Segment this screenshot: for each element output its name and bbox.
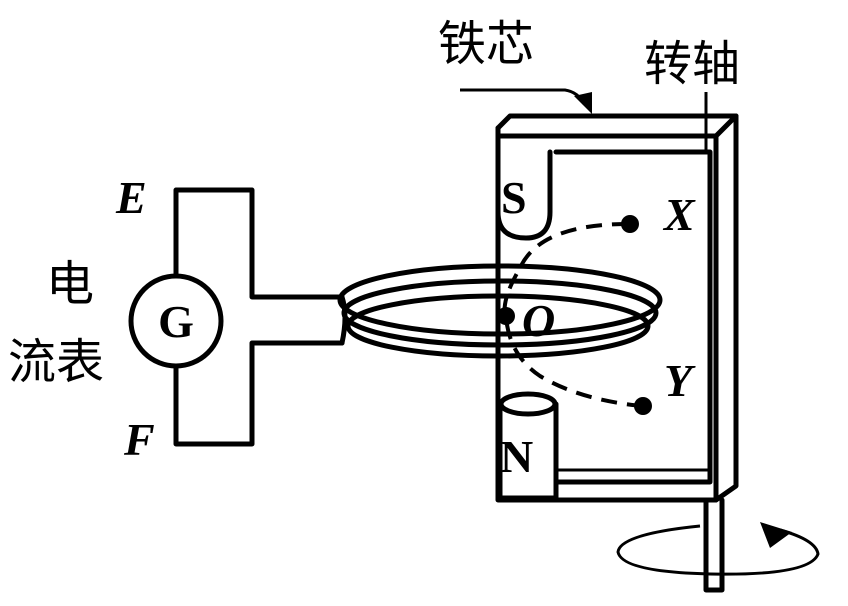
- rotation-path: [497, 215, 652, 415]
- shaft-label: 转轴: [644, 36, 740, 92]
- s-pole: S: [495, 133, 553, 241]
- n-pole: N: [497, 391, 559, 501]
- meter-label-line1: 电: [46, 256, 94, 312]
- point-x-dot: [621, 215, 639, 233]
- meter-label-line2: 流表: [8, 334, 104, 390]
- point-o-dot: [497, 307, 515, 325]
- point-x-label: X: [662, 189, 696, 240]
- rotation-arrow-icon: [616, 522, 820, 576]
- point-y-label: Y: [664, 355, 696, 406]
- terminal-f-label: F: [123, 414, 155, 465]
- shaft: [703, 92, 725, 593]
- s-pole-label: S: [501, 172, 527, 223]
- circuit-wires: [173, 187, 345, 447]
- n-pole-label: N: [500, 431, 533, 482]
- galvanometer-label: G: [158, 296, 194, 347]
- point-y-dot: [634, 397, 652, 415]
- terminal-e-label: E: [115, 172, 147, 223]
- iron-core: [495, 113, 739, 503]
- iron-core-label: 铁芯: [438, 16, 534, 72]
- point-o-label: O: [522, 295, 555, 346]
- galvanometer: G: [128, 273, 224, 369]
- coil: [337, 263, 663, 359]
- iron-core-pointer: [460, 88, 592, 114]
